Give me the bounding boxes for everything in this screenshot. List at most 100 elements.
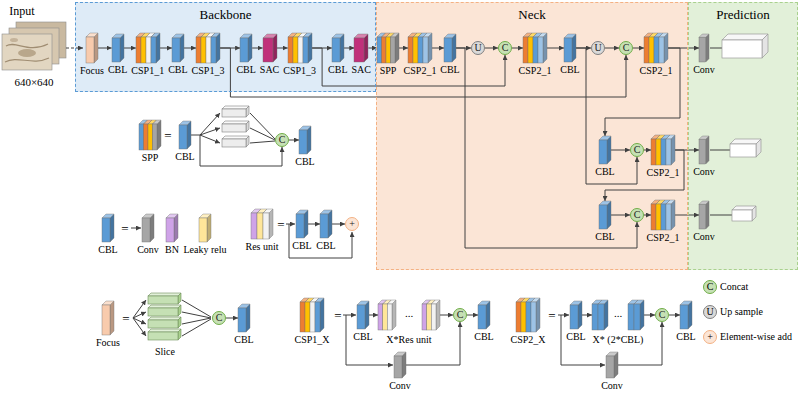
operator-symbol: C: [630, 208, 644, 222]
layer-side: [207, 214, 211, 242]
block-label: CSP2_X: [510, 334, 545, 345]
branch-wire: [250, 141, 275, 143]
module-block: CBL: [599, 136, 611, 164]
slice-wire: [133, 312, 146, 318]
layer-side: [187, 121, 191, 149]
block-label: CBL: [595, 166, 614, 177]
module-block: CBL: [240, 34, 252, 62]
slice-wire: [133, 300, 146, 318]
layer-front: [148, 124, 153, 150]
layer-side: [157, 120, 161, 150]
block-label: X* (2*CBL): [593, 334, 644, 345]
layer-front: [661, 204, 666, 230]
slice-box: [178, 293, 181, 304]
slice-wire: [182, 300, 211, 317]
connector: [644, 315, 655, 316]
layer-side: [413, 33, 417, 63]
connector: [308, 224, 320, 225]
layer-side: [666, 200, 670, 230]
block-label: CBL: [295, 156, 314, 167]
layer-side: [659, 33, 663, 63]
layer-side: [531, 298, 535, 332]
legend-sample: [704, 306, 717, 319]
layer-top: [634, 300, 644, 304]
module-block: CBL: [179, 121, 191, 149]
layer-front: [699, 204, 706, 229]
layer-side: [141, 33, 145, 63]
band-fills: [75, 2, 798, 270]
connector: [644, 215, 651, 216]
module-icon: [288, 33, 312, 63]
block-label: CBL: [353, 331, 372, 342]
module-block: CBL: [102, 214, 114, 242]
region-band: BackboneFocusCBLCSP1_1CBLCSP1_3CBLSACCSP…: [75, 2, 376, 92]
layer-top: [199, 214, 211, 218]
module-block: SAC: [263, 34, 277, 62]
module-icon: [599, 136, 611, 164]
connector: [547, 48, 564, 49]
block-label: X*Res unit: [386, 334, 431, 345]
layer-front: [240, 38, 248, 62]
block-label: CBL: [474, 331, 493, 342]
layer-side: [110, 214, 114, 242]
layer-side: [706, 136, 709, 164]
layer-side: [206, 33, 210, 63]
layer-front: [598, 304, 604, 330]
module-icon: [570, 301, 582, 329]
operator-ring: [656, 309, 669, 322]
module-block: CSP2_1: [651, 200, 675, 230]
layer-side: [688, 301, 692, 329]
layer-top: [680, 301, 692, 305]
layer-side: [153, 120, 157, 150]
layer-front: [599, 205, 607, 229]
module-icon: [523, 33, 547, 63]
connector: [512, 48, 523, 49]
module-icon: [263, 34, 277, 62]
layer-front: [263, 38, 273, 62]
block-label: SPP: [142, 152, 159, 163]
layer-side: [656, 135, 660, 165]
layer-front: [166, 218, 174, 242]
module-block: CBL: [332, 34, 344, 62]
maxpool-box: [222, 121, 249, 124]
layer-side: [383, 300, 387, 330]
size-label: 640×640: [14, 77, 53, 88]
layer-front: [310, 302, 315, 332]
slice-box: [148, 305, 181, 308]
layer-top: [699, 34, 709, 37]
layer-front: [251, 213, 257, 239]
layer-front: [413, 37, 418, 63]
band-title: Backbone: [76, 7, 375, 22]
slice-box: [148, 317, 181, 320]
equals-sign: =: [121, 222, 128, 235]
layer-side: [315, 298, 319, 332]
block-label: CBL: [440, 64, 459, 75]
layer-side: [664, 33, 668, 63]
layer-side: [308, 33, 312, 63]
layer-side: [428, 33, 432, 63]
connector: [633, 48, 644, 49]
output-box: [730, 144, 756, 157]
operator-symbol: C: [498, 41, 512, 55]
module-icon: [606, 352, 618, 378]
layer-front: [383, 304, 388, 330]
slice-label: Slice: [155, 347, 175, 357]
module-block: CBL: [172, 34, 184, 62]
spp-branches: [200, 113, 275, 143]
region-fill: [75, 2, 376, 92]
module-block: CSP1_3: [196, 33, 220, 63]
block-label: Res unit: [245, 241, 278, 252]
branch-wire: [200, 113, 220, 135]
input-photo: [2, 34, 52, 70]
maxpool-box: [246, 121, 249, 132]
layer-top: [431, 300, 440, 304]
block-label: CSP2_1: [647, 232, 680, 243]
equals-sign: =: [334, 309, 341, 322]
connector: [432, 48, 444, 49]
module-icon: [300, 298, 324, 332]
input-label: Input: [9, 5, 34, 17]
region-fill: [376, 2, 688, 270]
layer-side: [395, 33, 399, 63]
connector: [252, 48, 263, 49]
module-block: CSP1_X: [300, 298, 324, 332]
